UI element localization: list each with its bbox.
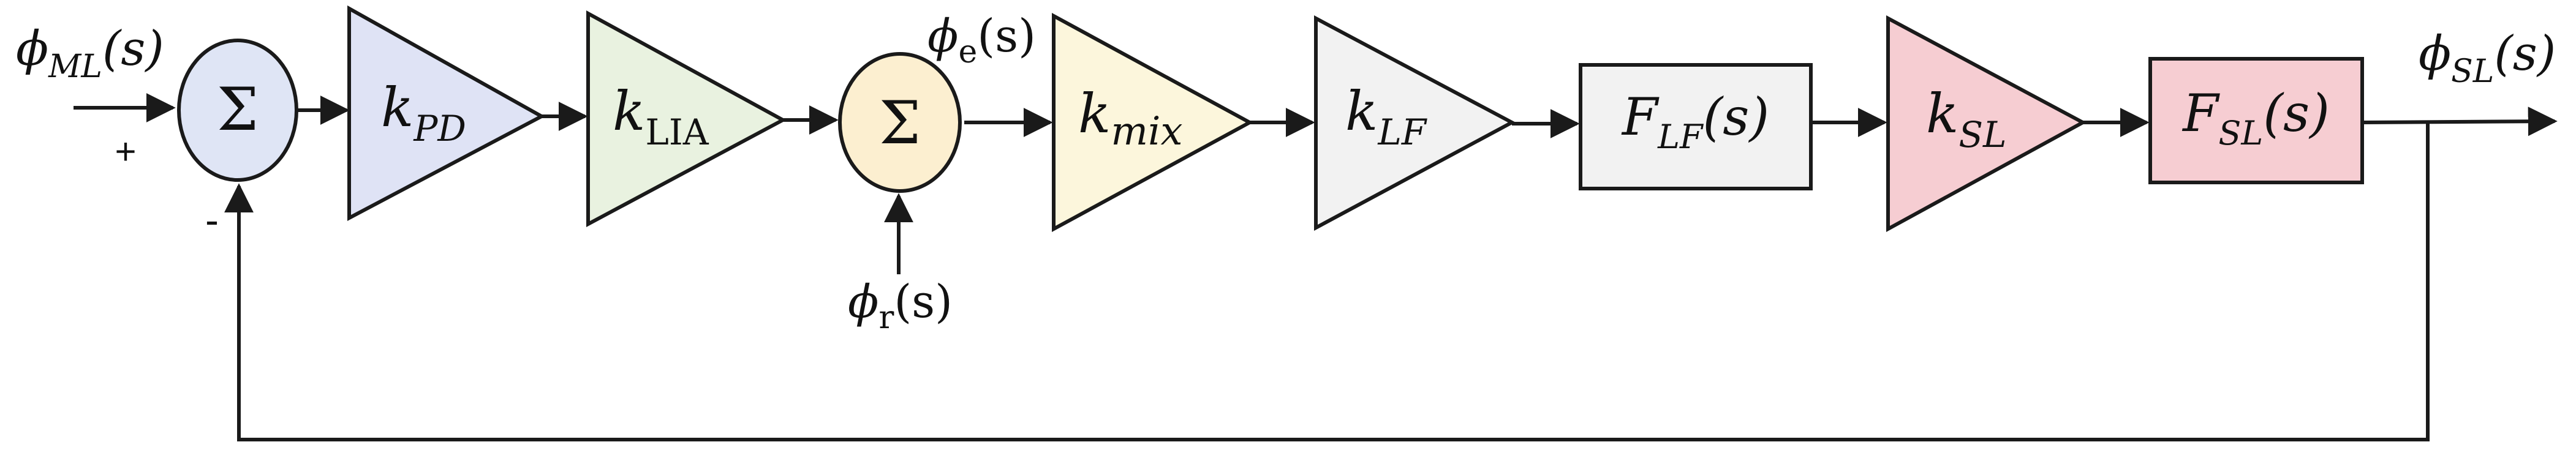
plus-sign: +	[115, 131, 136, 172]
k-sl-label: kSL	[1926, 82, 2007, 156]
f-sl-label: FSL(s)	[2181, 83, 2330, 152]
summing-junction-1-sigma: Σ	[217, 75, 259, 144]
phi-e-label: ϕe(s)	[927, 10, 1036, 70]
f-sl-box	[2148, 57, 2364, 184]
k-lf-block: kLF	[1314, 15, 1516, 231]
f-sl-block: FSL(s)	[2148, 57, 2364, 184]
k-lf-label: kLF	[1345, 80, 1427, 153]
minus-sign: -	[205, 197, 219, 242]
k-sl-triangle	[1886, 15, 2087, 233]
f-lf-box	[1579, 63, 1813, 190]
k-pd-block: kPD	[347, 5, 546, 221]
summing-junction-1-circle	[177, 39, 298, 182]
k-lia-triangle	[586, 10, 787, 228]
f-lf-label: FLF(s)	[1621, 87, 1769, 156]
k-lf-triangle	[1314, 15, 1516, 231]
phi-sl-label: ϕSL(s)	[2419, 26, 2556, 90]
k-mix-block: kmix	[1052, 12, 1254, 233]
wire-output	[2362, 107, 2558, 137]
summing-junction-1: Σ	[177, 39, 298, 182]
signal-wires	[74, 93, 2558, 441]
k-pd-label: kPD	[381, 76, 466, 149]
summing-junction-2: Σ	[838, 52, 962, 193]
phi-r-label: ϕr(s)	[848, 275, 953, 336]
phi-ml-label: ϕML(s)	[16, 21, 164, 85]
k-sl-block: kSL	[1886, 15, 2087, 233]
f-lf-block: FLF(s)	[1579, 63, 1813, 190]
k-pd-triangle	[347, 5, 546, 221]
k-lia-block: kLIA	[586, 10, 787, 228]
summing-junction-2-sigma: Σ	[879, 89, 921, 157]
k-mix-triangle	[1052, 12, 1254, 233]
feedback-path	[224, 122, 2430, 441]
summing-junction-2-circle	[838, 52, 962, 193]
k-mix-label: kmix	[1078, 82, 1183, 154]
k-lia-label: kLIA	[613, 80, 709, 153]
